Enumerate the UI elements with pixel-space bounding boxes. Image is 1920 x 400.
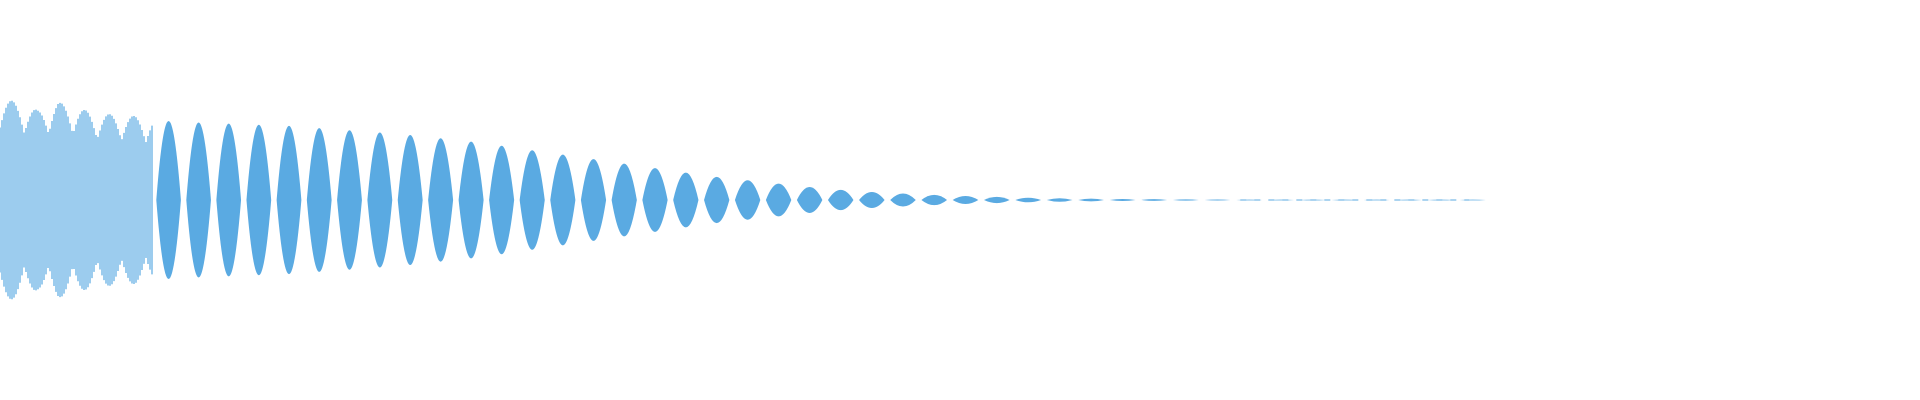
- waveform-lobe: [367, 132, 393, 268]
- waveform-lobe: [1204, 199, 1231, 201]
- waveform-lobe: [276, 125, 302, 275]
- waveform-lobe: [796, 187, 823, 213]
- waveform-lobe: [156, 120, 181, 280]
- waveform-lobe: [580, 159, 607, 241]
- waveform-lobe: [519, 150, 545, 250]
- waveform-lobe: [397, 134, 423, 266]
- waveform-lobe: [1172, 199, 1199, 201]
- waveform-lobe: [428, 138, 454, 262]
- waveform-lobe: [306, 128, 332, 272]
- waveform-lobe: [216, 123, 242, 277]
- waveform-lobe: [673, 172, 699, 228]
- waveform-lobe: [458, 141, 484, 259]
- waveform-lobe: [611, 163, 637, 237]
- waveform-lobe: [1331, 199, 1358, 201]
- waveform-lobe: [186, 122, 211, 278]
- waveform-lobe: [246, 124, 272, 276]
- waveform-lobe: [921, 194, 948, 206]
- waveform-lobe: [734, 180, 761, 220]
- waveform-lobe: [1459, 199, 1486, 201]
- waveform-lobe: [859, 191, 885, 209]
- waveform-lobe: [890, 193, 916, 207]
- waveform-lobe: [1078, 198, 1105, 202]
- waveform-lobe: [983, 196, 1010, 204]
- waveform-lobe: [1141, 199, 1168, 201]
- waveform-lobes: [0, 100, 1486, 300]
- waveform-lobe: [1046, 198, 1073, 202]
- waveform-lobe: [337, 130, 362, 270]
- waveform-lobe: [952, 196, 979, 204]
- waveform-lobe: [704, 176, 730, 224]
- waveform-lobe: [489, 145, 515, 255]
- waveform-lobe: [765, 183, 792, 217]
- waveform-lobe: [550, 154, 576, 246]
- waveform-lobe: [1109, 198, 1136, 202]
- waveform-lobe: [642, 168, 668, 232]
- waveform-lobe: [1015, 197, 1042, 203]
- waveform-lobe: [827, 189, 854, 211]
